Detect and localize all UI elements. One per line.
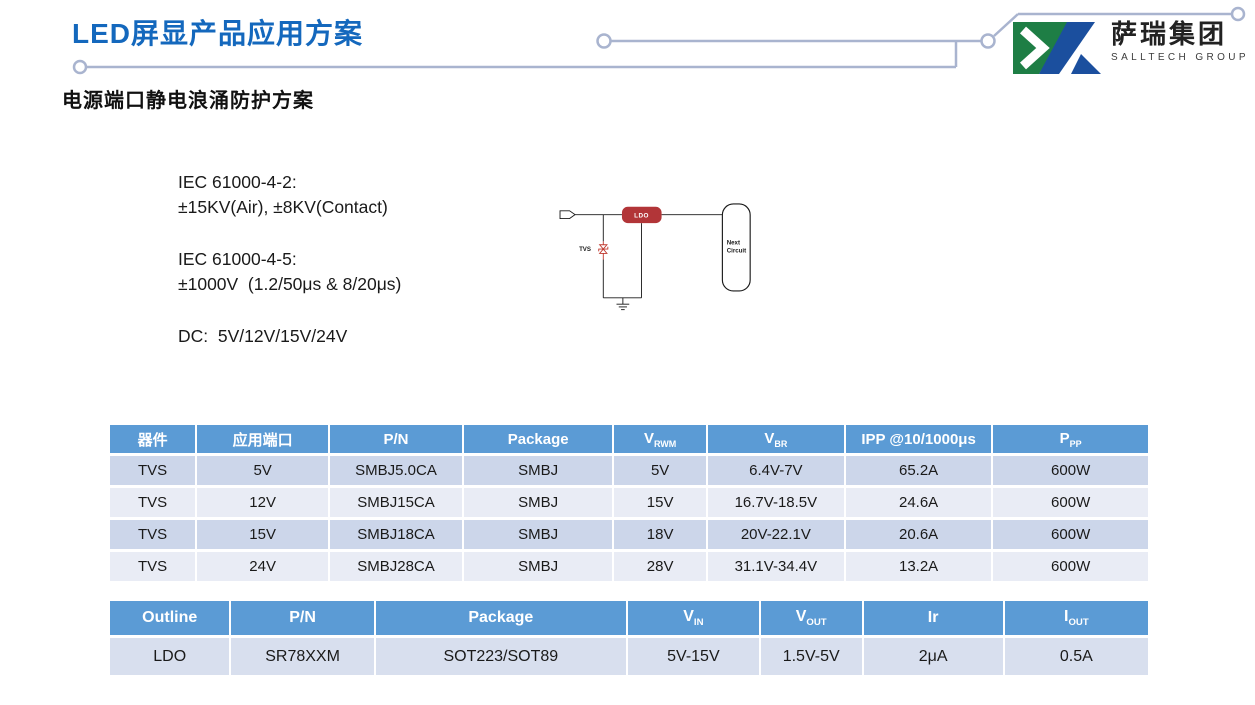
table-cell: LDO [110, 638, 232, 678]
next-circuit-block [721, 203, 751, 292]
table-cell: 6.4V-7V [707, 456, 846, 488]
table-cell: 15V [197, 520, 331, 552]
header-cell: Package [463, 425, 615, 456]
logo-name-cn: 萨瑞集团 [1111, 19, 1228, 49]
next-circuit-label-line2: Circuit [727, 247, 746, 254]
table-cell: 600W [993, 520, 1148, 552]
header-trace-decoration [72, 6, 1246, 75]
table-cell: SR78XXM [231, 638, 376, 678]
header-cell: VRWM [614, 425, 708, 456]
table-cell: 600W [993, 488, 1148, 520]
table-cell: SMBJ28CA [330, 552, 464, 584]
table-cell: 31.1V-34.4V [707, 552, 846, 584]
table-cell: SOT223/SOT89 [375, 638, 628, 678]
header-cell: VIN [627, 601, 761, 638]
logo-name-en: SALLTECH GROUP [1111, 51, 1249, 63]
table-cell: TVS [110, 456, 198, 488]
header-cell: VBR [707, 425, 846, 456]
esd-spec-value: ±15KV(Air), ±8KV(Contact) [178, 197, 388, 217]
table-cell: 20.6A [845, 520, 994, 552]
table-cell: SMBJ [463, 520, 615, 552]
table-cell: 600W [993, 552, 1148, 584]
table-cell: 2μA [863, 638, 1005, 678]
table-cell: 20V-22.1V [707, 520, 846, 552]
input-connector-icon [559, 210, 576, 220]
header-cell: Outline [110, 601, 232, 638]
dc-spec-value: DC: 5V/12V/15V/24V [178, 326, 348, 346]
esd-spec: IEC 61000-4-2: ±15KV(Air), ±8KV(Contact) [178, 170, 538, 220]
dc-spec: DC: 5V/12V/15V/24V [178, 324, 538, 349]
table-cell: 13.2A [845, 552, 994, 584]
table-cell: 12V [197, 488, 331, 520]
ground-icon [616, 297, 630, 311]
table-cell: 18V [614, 520, 708, 552]
table-cell: SMBJ15CA [330, 488, 464, 520]
ldo-block [621, 206, 662, 224]
table-cell: 5V-15V [627, 638, 761, 678]
header-cell: Package [375, 601, 628, 638]
tvs-label: TVS [579, 246, 591, 253]
next-circuit-label-line1: Next [727, 240, 740, 247]
logo-mark-icon [1013, 22, 1101, 74]
header-cell: 应用端口 [197, 425, 331, 456]
table-cell: 16.7V-18.5V [707, 488, 846, 520]
header-cell: IPP @10/1000μs [845, 425, 994, 456]
table-cell: 1.5V-5V [760, 638, 864, 678]
header-cell: P/N [231, 601, 376, 638]
page-title: LED屏显产品应用方案 [72, 18, 364, 49]
company-logo: 萨瑞集团 SALLTECH GROUP [1013, 19, 1249, 76]
surge-spec-title: IEC 61000-4-5: [178, 249, 297, 269]
table-cell: SMBJ18CA [330, 520, 464, 552]
table-cell: 5V [614, 456, 708, 488]
table-cell: 5V [197, 456, 331, 488]
table-cell: 0.5A [1004, 638, 1148, 678]
table-cell: SMBJ [463, 488, 615, 520]
header-cell: Ir [863, 601, 1005, 638]
table-cell: 65.2A [845, 456, 994, 488]
header-cell: IOUT [1004, 601, 1148, 638]
spec-text-block: IEC 61000-4-2:±15KV(Air), ±8KV(Contact) … [178, 170, 538, 376]
table-cell: 24V [197, 552, 331, 584]
tvs-diode-icon [598, 241, 609, 260]
table-cell: TVS [110, 488, 198, 520]
header-cell: VOUT [760, 601, 864, 638]
section-title: 电源端口静电浪涌防护方案 [62, 90, 314, 112]
header-cell: P/N [330, 425, 464, 456]
ldo-label: LDO [634, 212, 649, 219]
table-cell: TVS [110, 520, 198, 552]
protection-circuit-diagram: LDO TVS Next Circuit [559, 203, 751, 311]
table-cell: 15V [614, 488, 708, 520]
table-cell: SMBJ5.0CA [330, 456, 464, 488]
table-cell: SMBJ [463, 552, 615, 584]
surge-spec: IEC 61000-4-5: ±1000V (1.2/50μs & 8/20μs) [178, 247, 538, 297]
header-cell: PPP [993, 425, 1148, 456]
table-cell: 28V [614, 552, 708, 584]
esd-spec-title: IEC 61000-4-2: [178, 172, 297, 192]
surge-spec-value: ±1000V (1.2/50μs & 8/20μs) [178, 274, 402, 294]
table-cell: 24.6A [845, 488, 994, 520]
table-cell: 600W [993, 456, 1148, 488]
table-cell: TVS [110, 552, 198, 584]
table-cell: SMBJ [463, 456, 615, 488]
header-cell: 器件 [110, 425, 198, 456]
